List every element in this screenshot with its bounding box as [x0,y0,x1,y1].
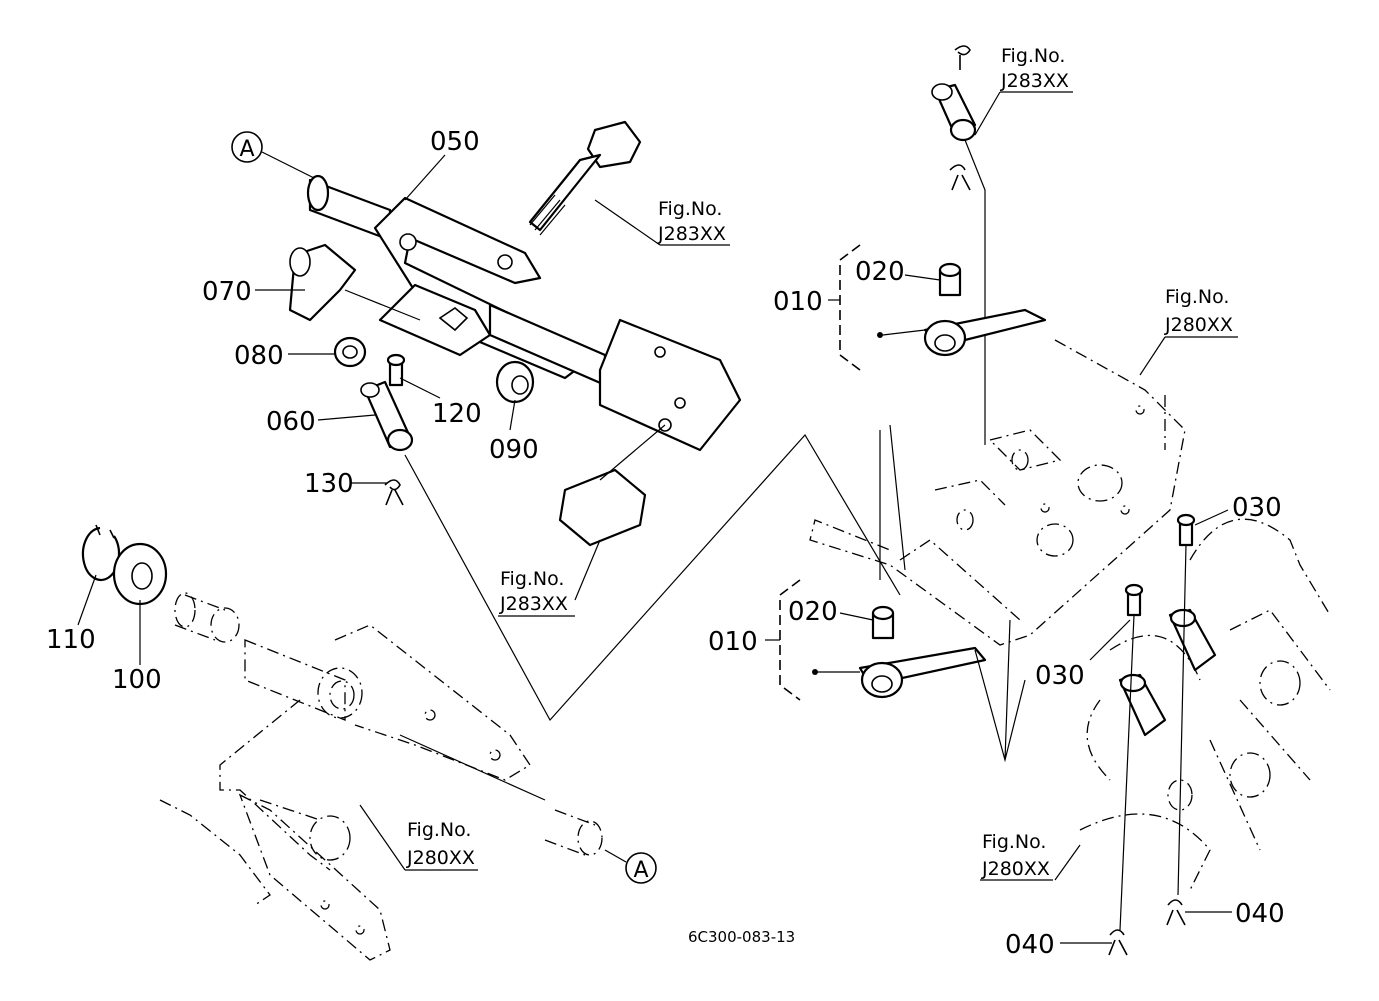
svg-text:Fig.No.: Fig.No. [982,831,1046,853]
callout-120: 120 [432,399,482,429]
svg-text:J280XX: J280XX [1164,314,1233,336]
svg-text:Fig.No.: Fig.No. [500,568,564,590]
callout-050: 050 [430,127,480,157]
pin-060 [360,380,414,452]
callout-010-lower: 010 [708,627,758,657]
svg-text:Fig.No.: Fig.No. [658,198,722,220]
nut-090 [495,360,535,404]
callout-010-upper: 010 [773,287,823,317]
svg-text:Fig.No.: Fig.No. [1165,286,1229,308]
fig-ref-1: Fig.No. J283XX [657,198,726,245]
svg-text:J283XX: J283XX [1000,70,1069,92]
callout-060: 060 [266,407,316,437]
callout-080: 080 [234,341,284,371]
reference-mark-a-top: A [231,131,319,181]
callout-020-upper: 020 [855,257,905,287]
svg-text:J283XX: J283XX [657,223,726,245]
reference-mark-a-bottom: A [604,849,657,884]
fitting-070 [288,243,421,322]
drawing-code: 6C300-083-13 [688,928,795,946]
fig-ref-6: Fig.No. J280XX [981,831,1050,880]
zigzag-link [974,619,1026,763]
clip-040-left [1108,929,1128,956]
callout-100: 100 [112,665,162,695]
pedal-bracket [159,624,546,961]
callout-040-right: 040 [1235,899,1285,929]
callout-030-left: 030 [1035,661,1085,691]
svg-text:A: A [633,858,648,883]
svg-text:J280XX: J280XX [406,847,475,869]
lever-010-upper [839,244,1047,371]
fig-ref-2: Fig.No. J283XX [498,568,575,617]
svg-text:J283XX: J283XX [499,593,568,615]
svg-text:J280XX: J280XX [981,858,1050,880]
clip-130 [384,479,404,506]
fig-ref-4: Fig.No. J280XX [1164,286,1233,336]
screw-120 [386,353,406,387]
callout-090: 090 [489,435,539,465]
callout-070: 070 [202,277,252,307]
lever-010-lower [779,579,987,701]
svg-text:Fig.No.: Fig.No. [1001,45,1065,67]
callout-020-lower: 020 [788,597,838,627]
arm-050 [373,196,742,547]
callout-040-left: 040 [1005,930,1055,960]
valve-body [1079,513,1331,931]
shaft-050 [306,174,392,242]
washer-100 [112,542,168,606]
upper-rod-end [931,45,986,445]
bushing-right [544,809,603,856]
bolt-050 [528,120,642,236]
fig-ref-5: Fig.No. J280XX [406,819,475,869]
nut-080 [333,336,367,368]
fig-ref-3: Fig.No. J283XX [1000,45,1069,92]
main-bracket-plate [809,339,1186,646]
callout-110: 110 [46,625,96,655]
svg-text:Fig.No.: Fig.No. [407,819,471,841]
svg-text:A: A [239,137,254,162]
leader-lines [77,91,1238,944]
callout-030-right: 030 [1232,493,1282,523]
bushing-left [174,592,240,643]
clip-040-right [1166,899,1186,926]
callout-130: 130 [304,469,354,499]
rod-line [404,433,901,722]
